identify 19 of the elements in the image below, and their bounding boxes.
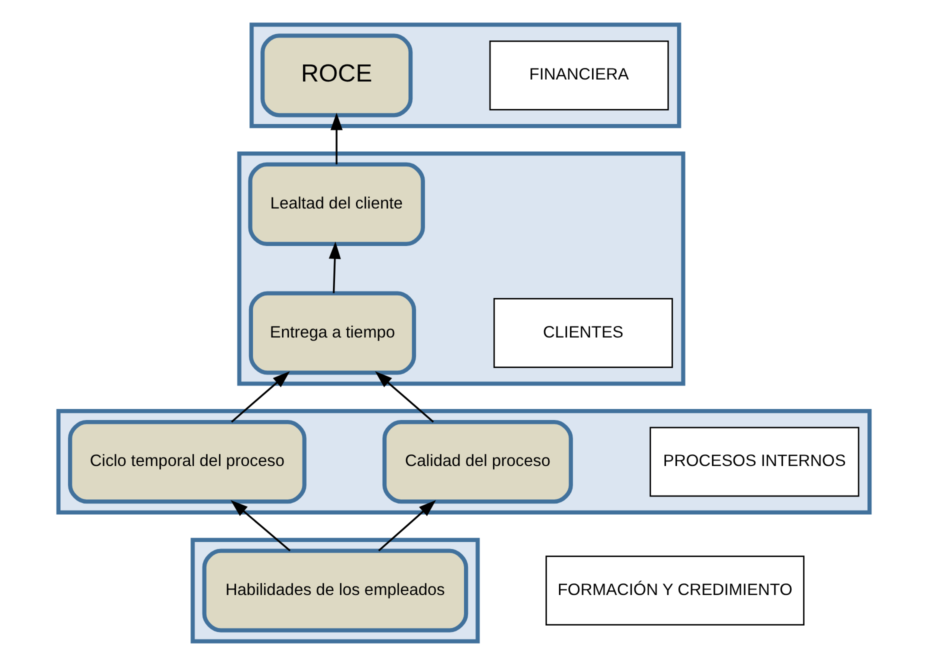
node-box: CLIENTES [492,298,672,368]
cluster [249,22,681,128]
node-box: Lealtad del cliente [248,162,424,246]
node-box: FINANCIERA [488,40,668,110]
arrow [328,242,340,294]
cluster [190,538,480,644]
node-box: ROCE [260,34,412,118]
node-box: Ciclo temporal del proceso [68,420,306,504]
arrow [374,371,434,423]
node-box: PROCESOS INTERNOS [649,426,859,497]
arrow [330,112,342,164]
node-box: Habilidades de los empleados [202,548,468,632]
node-box: Calidad del proceso [382,420,572,504]
arrow [230,500,290,552]
arrow [378,500,436,552]
node-box: Entrega a tiempo [248,291,416,375]
arrow [230,371,290,423]
node-box: FORMACIÓN Y CREDIMIENTO [545,556,804,626]
cluster [236,151,685,386]
